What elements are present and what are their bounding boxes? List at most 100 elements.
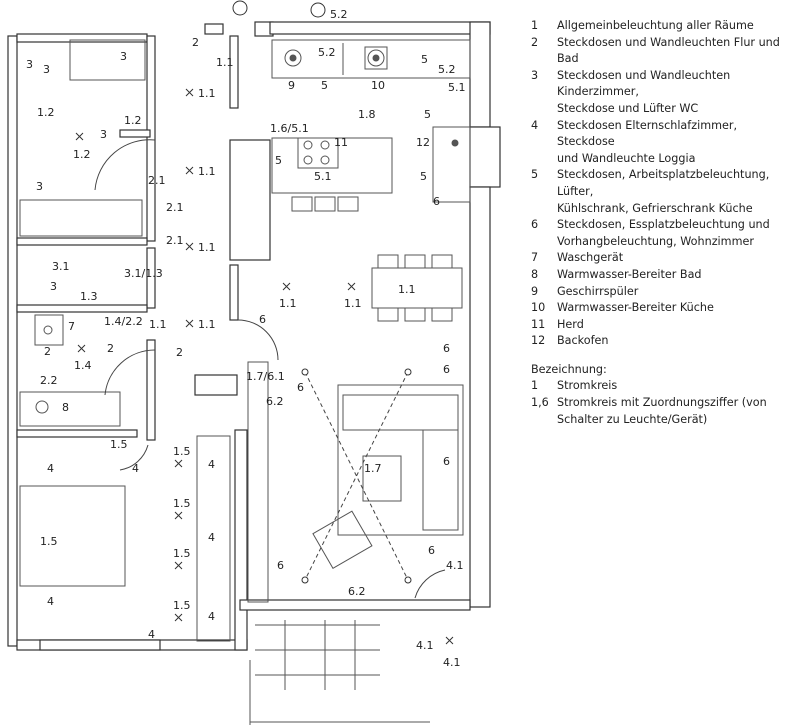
label-top-5-2: 5.2 — [330, 8, 348, 21]
label-hall-2-lower: 2 — [176, 346, 183, 359]
legend-num: 6 — [531, 218, 539, 232]
label-kitchen-5-tr: 5 — [421, 53, 428, 66]
label-kitchen-5-2: 5.2 — [318, 46, 336, 59]
bezeichnung-text: Stromkreis mit Zuordnungsziffer (von — [557, 396, 767, 410]
label-kid-1-2a: 1.2 — [37, 106, 55, 119]
bezeichnung-item: 1 Stromkreis — [531, 378, 785, 395]
label-sleep-4c: 4 — [47, 595, 54, 608]
legend-text-cont: und Wandleuchte Loggia — [557, 151, 696, 165]
legend-num: 9 — [531, 284, 539, 298]
furniture — [19, 39, 471, 725]
legend-item: 3 Steckdosen und Wandleuchten — [531, 68, 785, 85]
label-living-1-7: 1.7 — [364, 462, 382, 475]
label-living-6-2: 6.2 — [266, 395, 284, 408]
label-hall-1-1e: 1.1 — [198, 318, 216, 331]
legend-item: 12 Backofen — [531, 333, 785, 350]
label-kitchen-11: 11 — [334, 136, 348, 149]
light-cross-symbols — [75, 88, 454, 645]
bezeichnung-num: 1,6 — [531, 396, 549, 410]
label-island-5-1: 5.1 — [314, 170, 332, 183]
label-wc-3-1-3: 3.1/1.3 — [124, 267, 163, 280]
bezeichnung-item: 1,6 Stromkreis mit Zuordnungsziffer (von — [531, 395, 785, 412]
legend-num: 10 — [531, 301, 546, 315]
label-loggia-4-1b: 4.1 — [443, 656, 461, 669]
label-dining-1-1: 1.1 — [279, 297, 297, 310]
legend-text: Steckdosen und Wandleuchten — [557, 68, 731, 82]
legend-num: 2 — [531, 35, 539, 49]
legend-item: 6 Steckdosen, Essplatzbeleuchtung und — [531, 217, 785, 234]
label-living-6a: 6 — [443, 342, 450, 355]
legend-text: Steckdosen, Arbeitsplatzbeleuchtung, Lüf… — [557, 168, 770, 198]
legend-text-cont: Kinderzimmer, — [557, 85, 639, 99]
wiring-lines — [304, 371, 409, 581]
label-wardrobe-4a: 4 — [208, 458, 215, 471]
legend-num: 8 — [531, 267, 539, 281]
label-hall-1-1a: 1.1 — [198, 87, 216, 100]
legend-text: Backofen — [557, 334, 609, 348]
label-hall-1-1d: 1.1 — [149, 318, 167, 331]
legend-num: 12 — [531, 334, 546, 348]
legend-text-cont: Vorhangbeleuchtung, Wohnzimmer — [557, 234, 754, 248]
light-points — [232, 0, 412, 584]
label-kid-1-2c: 1.2 — [73, 148, 91, 161]
label-hall-1-1b: 1.1 — [198, 165, 216, 178]
label-entry-2: 2 — [192, 36, 199, 49]
bezeichnung-num: 1 — [531, 379, 539, 393]
label-living-6b: 6 — [443, 363, 450, 376]
label-sleep-4-door: 4 — [148, 628, 155, 641]
label-kid-3-wall: 3 — [36, 180, 43, 193]
legend-num: 11 — [531, 317, 546, 331]
label-kitchen-12: 12 — [416, 136, 430, 149]
label-living-6-left: 6 — [277, 559, 284, 572]
label-kitchen-5: 5 — [321, 79, 328, 92]
legend-text-cont: Steckdose und Lüfter WC — [557, 101, 699, 115]
label-wardrobe-4c: 4 — [208, 610, 215, 623]
legend-text: Geschirrspüler — [557, 284, 639, 298]
label-sleep-1-5a: 1.5 — [110, 438, 128, 451]
legend-num: 3 — [531, 68, 539, 82]
label-bath-7: 7 — [68, 320, 75, 333]
label-wc-1-3: 1.3 — [80, 290, 98, 303]
label-kitchen-5-1-r: 5.1 — [448, 81, 466, 94]
label-kitchen-1-8: 1.8 — [358, 108, 376, 121]
legend-text: Steckdosen und Wandleuchten Flur und Bad — [557, 35, 780, 66]
label-sleep-1-5d: 1.5 — [173, 497, 191, 510]
label-dining-6: 6 — [259, 313, 266, 326]
legend-item: 2 Steckdosen und Wandleuchten Flur und Ba… — [531, 35, 785, 68]
label-kid-3a: 3 — [26, 58, 33, 71]
bezeichnung-text-cont: Schalter zu Leuchte/Gerät) — [557, 412, 708, 426]
label-kid-3b: 3 — [43, 63, 50, 76]
legend-num: 1 — [531, 19, 539, 32]
legend-text: Warmwasser-Bereiter Bad — [557, 267, 702, 281]
label-kitchen-10: 10 — [371, 79, 385, 92]
legend-text: Allgemeinbeleuchtung aller Räume — [557, 19, 754, 32]
label-loggia-4-1a: 4.1 — [416, 639, 434, 652]
label-wc-3: 3 — [50, 280, 57, 293]
label-kitchen-5-2-r: 5.2 — [438, 63, 456, 76]
label-living-6d: 6 — [428, 544, 435, 557]
label-bath-8: 8 — [62, 401, 69, 414]
legend-item: 11 Herd — [531, 317, 785, 334]
label-bath-2: 2 — [44, 345, 51, 358]
legend-text: Herd — [557, 317, 584, 331]
label-sleep-1-5c: 1.5 — [40, 535, 58, 548]
legend-text: Waschgerät — [557, 251, 624, 265]
label-sleep-1-5f: 1.5 — [173, 599, 191, 612]
label-kitchen-5-mid: 5 — [424, 108, 431, 121]
label-living-6c: 6 — [443, 455, 450, 468]
label-bath-2-2: 2.2 — [40, 374, 58, 387]
bezeichnung-text: Stromkreis — [557, 379, 618, 393]
label-kid-1-2b: 1.2 — [124, 114, 142, 127]
circuit-labels: 5.2 2 1.1 5.2 5 9 10 5 5.2 5.1 1.8 5 1.6… — [26, 8, 466, 669]
label-wardrobe-4b: 4 — [208, 531, 215, 544]
label-living-6-2-bottom: 6.2 — [348, 585, 366, 598]
label-hall-1-1c: 1.1 — [198, 241, 216, 254]
label-sleep-1-5e: 1.5 — [173, 547, 191, 560]
legend-text: Steckdosen, Essplatzbeleuchtung und — [557, 218, 770, 232]
label-dining-1-1b: 1.1 — [344, 297, 362, 310]
